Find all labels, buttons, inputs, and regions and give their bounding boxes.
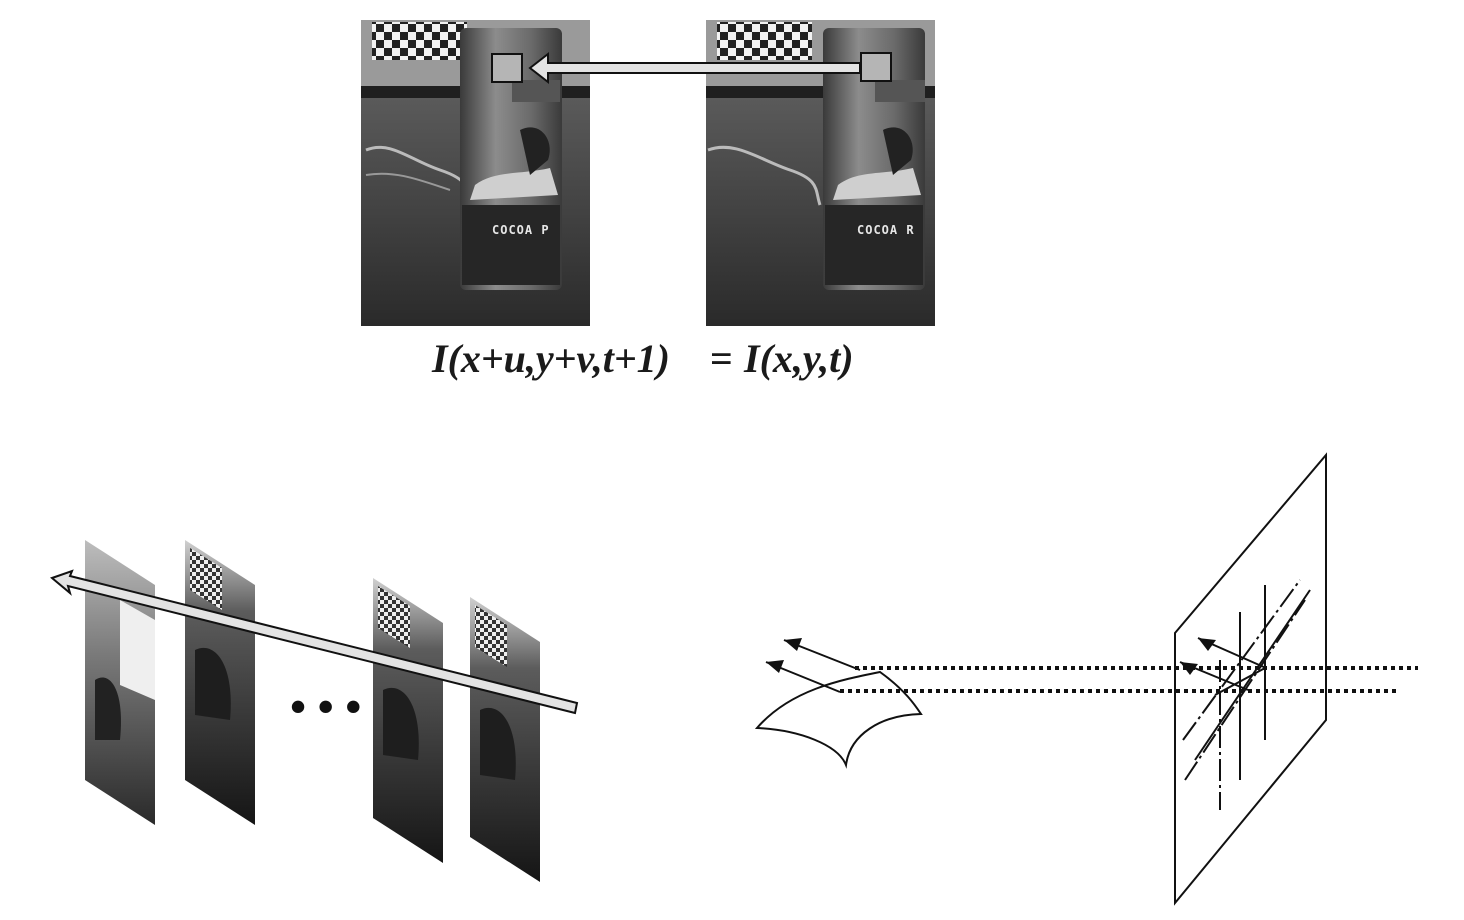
correspondence-arrow	[491, 51, 892, 85]
surface-patch	[754, 638, 923, 769]
equation-rhs: I(x,y,t)	[743, 336, 854, 381]
right-can-label: COCOA R	[857, 223, 915, 237]
left-patch	[491, 53, 523, 83]
trajectory-arrow	[50, 569, 579, 715]
equation-equals: =	[710, 336, 733, 381]
frame-4	[470, 597, 540, 882]
frame-1	[85, 540, 155, 825]
frame-2	[185, 540, 255, 825]
image-plane	[1174, 452, 1327, 906]
projection-rays	[840, 666, 1418, 693]
right-patch	[860, 52, 892, 82]
sequence-ellipsis: • • •	[290, 681, 361, 732]
frame-sequence: • • •	[50, 540, 579, 882]
left-can-label: COCOA P	[492, 223, 550, 237]
equation-lhs: I(x+u,y+v,t+1)	[431, 336, 670, 381]
brightness-constancy-equation: I(x+u,y+v,t+1) = I(x,y,t)	[431, 336, 854, 381]
frame-3	[373, 578, 443, 863]
